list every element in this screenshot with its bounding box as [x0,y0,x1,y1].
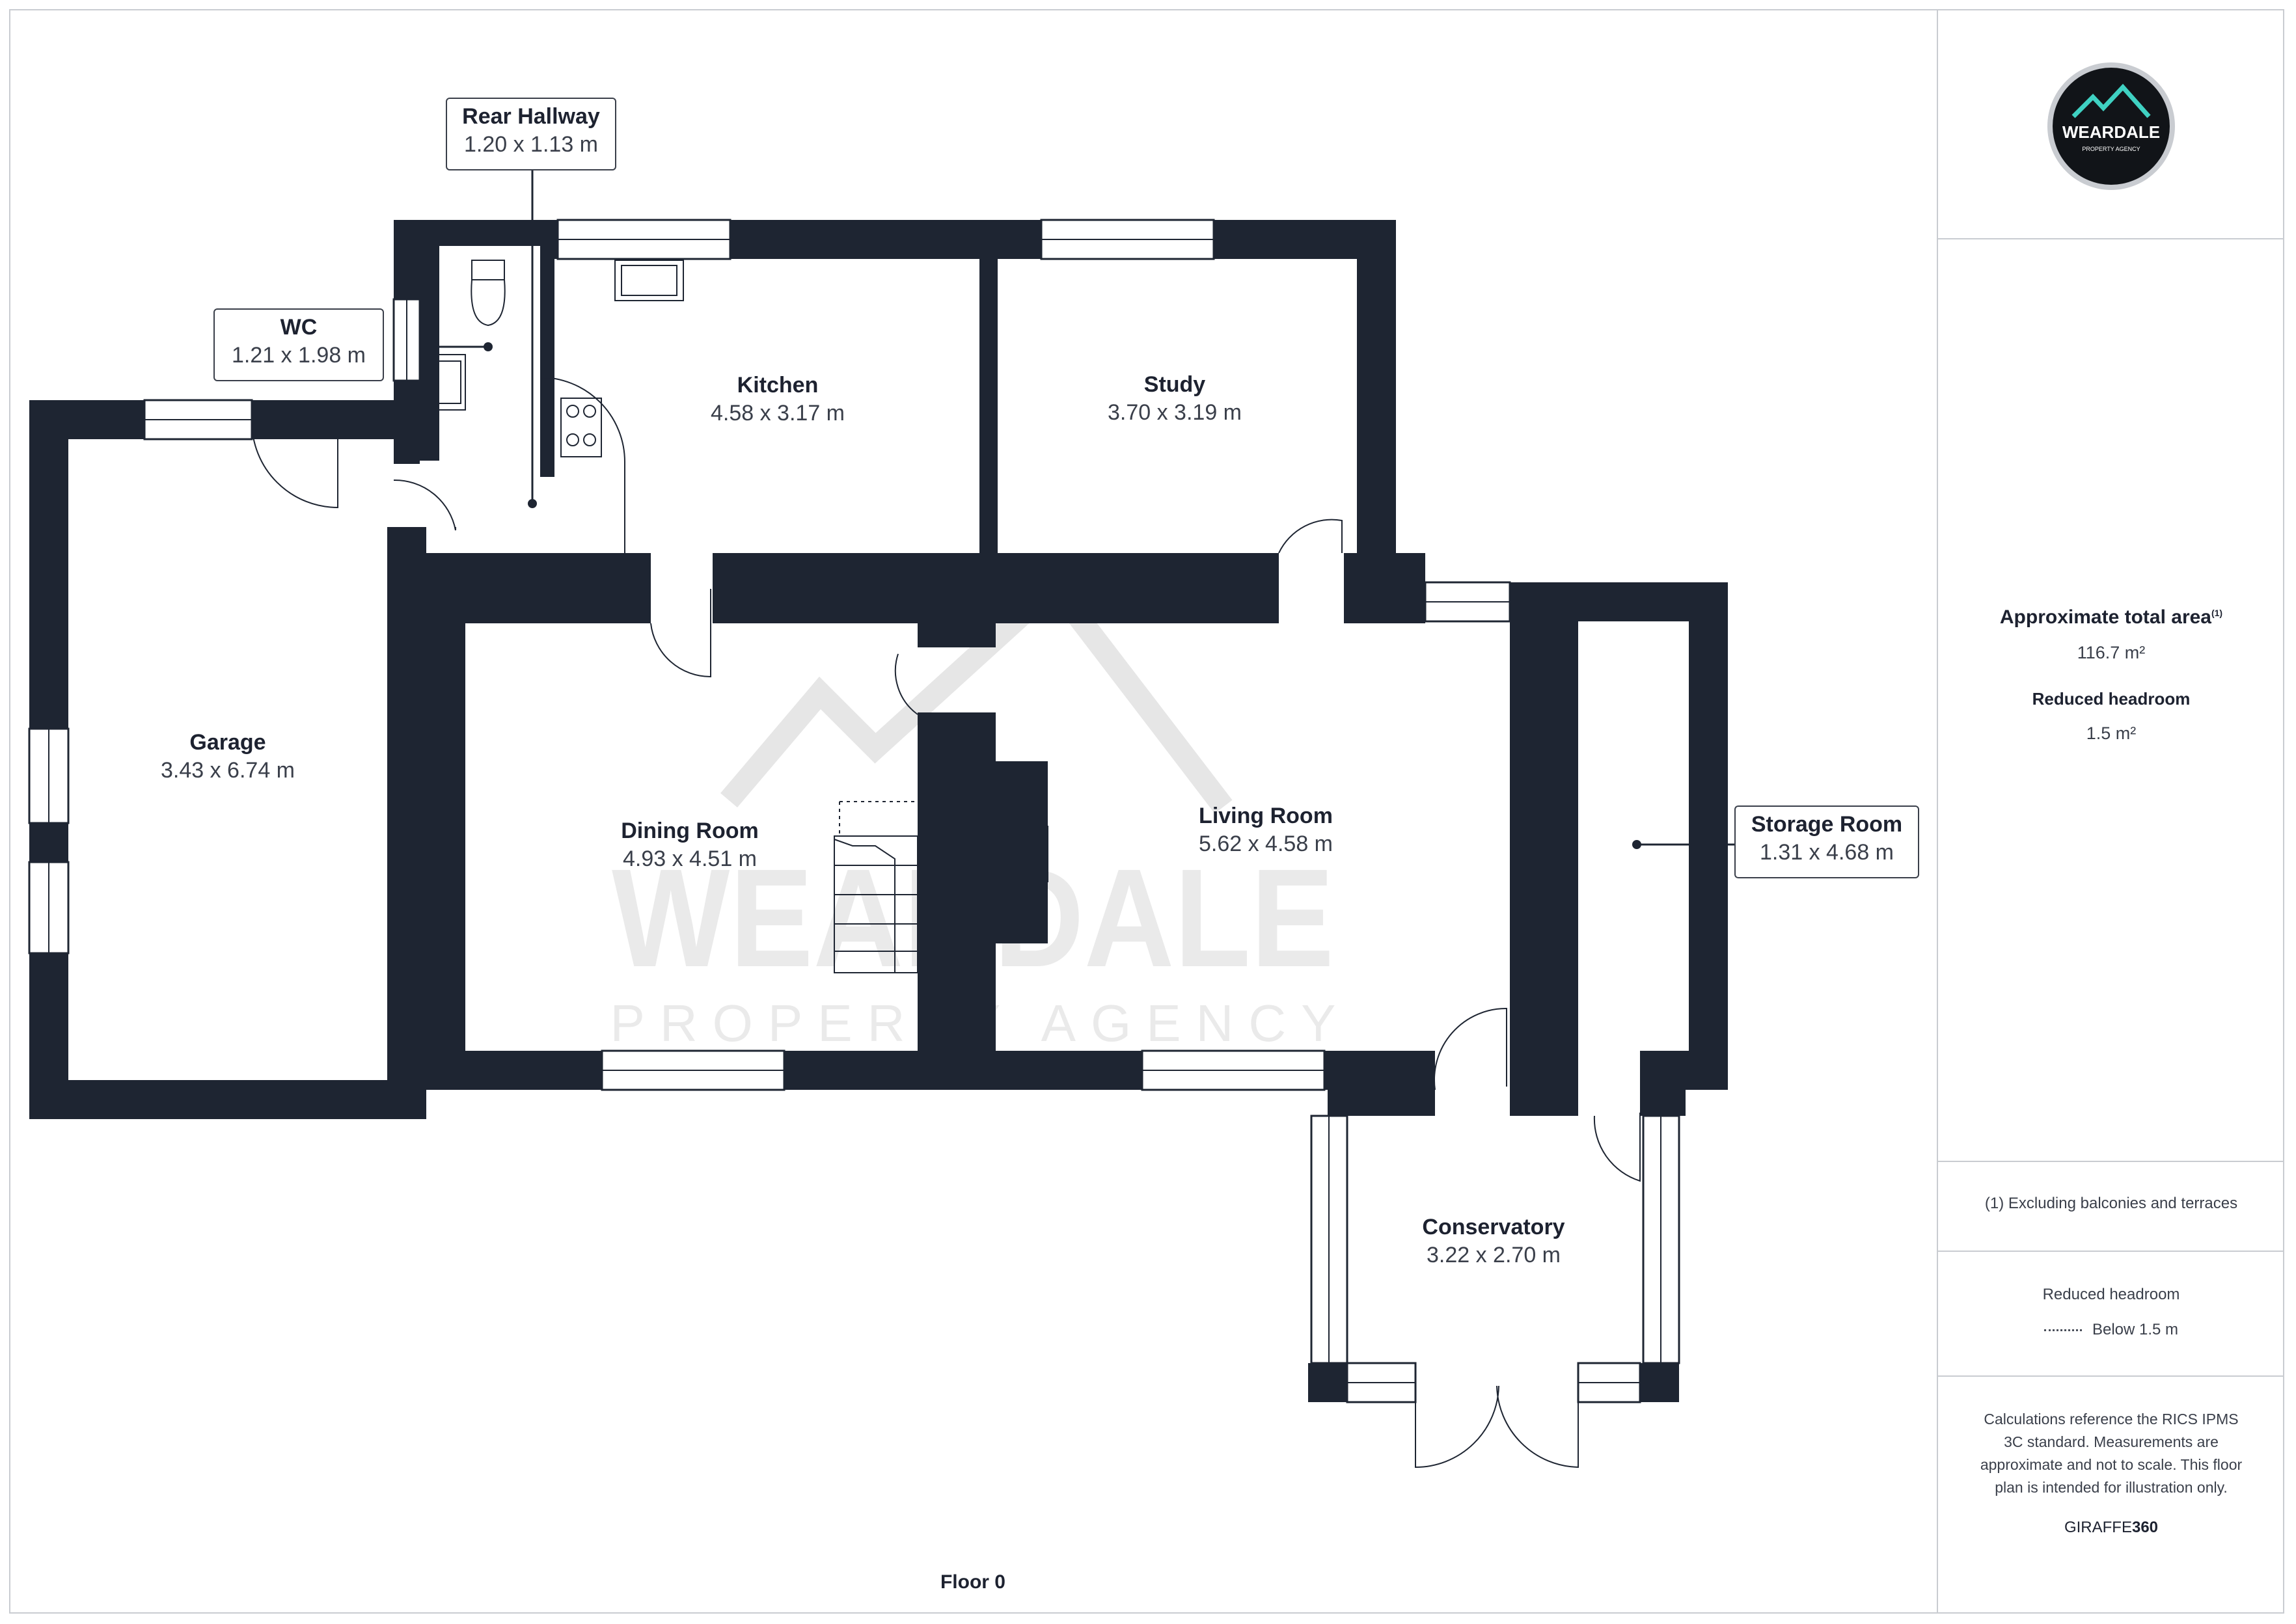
room-label-dining-room: Dining Room 4.93 x 4.51 m [560,819,820,872]
room-dimensions: 5.62 x 4.58 m [1198,832,1333,856]
room-dimensions: 3.43 x 6.74 m [160,758,295,783]
room-name: Rear Hallway [462,104,600,129]
area-value: 116.7 m² [2077,643,2146,662]
room-label-kitchen: Kitchen 4.58 x 3.17 m [651,373,905,426]
disclaimer-section: Calculations reference the RICS IPMS 3C … [1938,1408,2284,1537]
room-name: Conservatory [1422,1215,1565,1239]
logo-mountain-icon [2071,83,2151,118]
brand-part-a: GIRAFFE [2064,1519,2132,1536]
logo-tagline: PROPERTY AGENCY [2082,146,2140,152]
room-dimensions: 1.21 x 1.98 m [231,343,366,368]
stairs [834,801,918,973]
area-title: Approximate total area(1) [1938,606,2284,629]
info-sidebar: WEARDALE PROPERTY AGENCY Approximate tot… [1937,9,2284,1614]
reduced-headroom-title: Reduced headroom [2032,689,2191,709]
room-dimensions: 3.70 x 3.19 m [1107,400,1242,425]
footnote-section: (1) Excluding balconies and terraces [1938,1195,2284,1213]
floor-label: Floor 0 [940,1571,1005,1593]
room-dimensions: 4.58 x 3.17 m [710,401,845,426]
dotted-line-icon [2043,1329,2082,1332]
legend-title: Reduced headroom [2042,1286,2180,1303]
watermark-roof [720,569,1233,814]
weardale-logo: WEARDALE PROPERTY AGENCY [2047,62,2175,190]
room-label-living-room: Living Room 5.62 x 4.58 m [1136,804,1396,857]
divider [1938,1251,2284,1252]
giraffe360-brand: GIRAFFE360 [1938,1519,2284,1537]
legend-item: Below 1.5 m [1938,1321,2284,1339]
logo-name: WEARDALE [2062,122,2160,142]
legend-section: Reduced headroom Below 1.5 m [1938,1286,2284,1339]
room-name: Garage [189,730,266,755]
room-name: Storage Room [1751,812,1903,837]
reduced-headroom-value: 1.5 m² [2086,724,2137,743]
room-name: Dining Room [621,819,759,843]
logo-section: WEARDALE PROPERTY AGENCY [1938,61,2284,198]
room-name: Living Room [1199,804,1333,828]
room-label-garage: Garage 3.43 x 6.74 m [114,730,342,783]
divider [1938,1161,2284,1162]
room-markers [424,169,1738,849]
window-glazing [48,239,1661,1383]
floor-plan: WEARDALE PROPERTY AGENCY [28,169,1738,1468]
room-label-conservatory: Conservatory 3.22 x 2.70 m [1363,1215,1624,1268]
room-callout-rear-hallway: Rear Hallway 1.20 x 1.13 m [446,98,616,170]
room-name: Study [1143,372,1206,397]
logo-disc [2053,68,2170,185]
footnote-text: (1) Excluding balconies and terraces [1984,1195,2238,1212]
area-title-text: Approximate total area [1999,606,2211,628]
room-dimensions: 4.93 x 4.51 m [622,846,757,871]
room-dimensions: 1.20 x 1.13 m [463,132,598,157]
area-footnote-mark: (1) [2211,608,2223,618]
page-frame [9,9,2284,1614]
room-name: Kitchen [737,373,819,398]
fixtures [432,260,1048,882]
divider [1938,238,2284,239]
room-name: WC [280,315,318,340]
brand-part-b: 360 [2131,1519,2159,1536]
room-callout-storage-room: Storage Room 1.31 x 4.68 m [1734,805,1919,878]
area-section: Approximate total area(1) 116.7 m² Reduc… [1938,606,2284,744]
room-callout-wc: WC 1.21 x 1.98 m [213,308,384,381]
doors [251,377,1641,1468]
room-dimensions: 1.31 x 4.68 m [1759,840,1894,865]
legend-item-label: Below 1.5 m [2092,1321,2179,1338]
disclaimer-text: Calculations reference the RICS IPMS 3C … [1980,1411,2243,1496]
divider [1938,1375,2284,1377]
room-label-study: Study 3.70 x 3.19 m [1054,372,1295,426]
room-dimensions: 3.22 x 2.70 m [1426,1243,1561,1267]
